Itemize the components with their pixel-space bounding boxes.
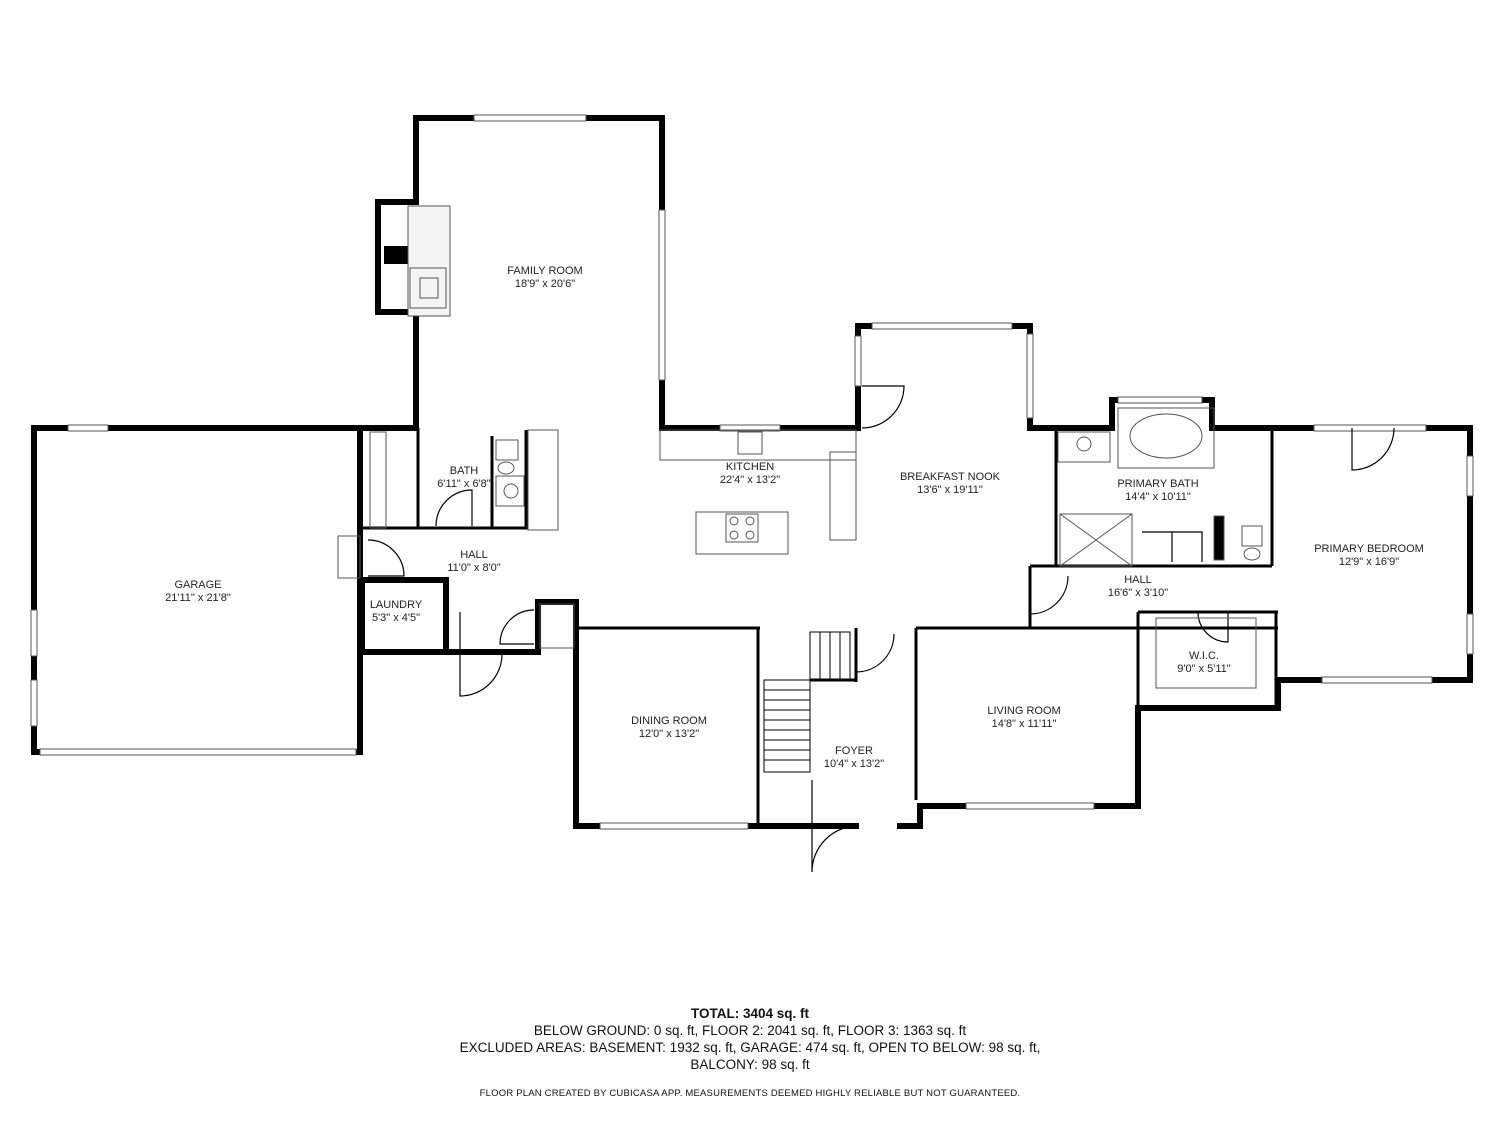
- room-dims-bath: 6'11" x 6'8": [437, 478, 490, 490]
- windows: [30, 114, 1474, 830]
- room-name-foyer: FOYER: [835, 745, 873, 757]
- room-name-living-room: LIVING ROOM: [987, 705, 1060, 717]
- area-breakdown-line-1: BELOW GROUND: 0 sq. ft, FLOOR 2: 2041 sq…: [533, 1023, 967, 1038]
- room-name-family-room: FAMILY ROOM: [507, 265, 582, 277]
- room-dims-breakfast-nook: 13'6" x 19'11": [917, 484, 983, 496]
- room-name-dining-room: DINING ROOM: [631, 715, 707, 727]
- room-dims-hall-east: 16'6" x 3'10": [1108, 587, 1168, 599]
- room-dims-dining-room: 12'0" x 13'2": [639, 728, 699, 740]
- interior-walls: [358, 428, 1278, 826]
- room-name-hall-main: HALL: [460, 549, 488, 561]
- room-name-laundry: LAUNDRY: [370, 599, 423, 611]
- room-dims-primary-bedroom: 12'9" x 16'9": [1339, 556, 1399, 568]
- area-breakdown-line-3: BALCONY: 98 sq. ft: [690, 1057, 810, 1072]
- room-dims-garage: 21'11" x 21'8": [165, 592, 231, 604]
- toilet-icon: [1241, 525, 1263, 561]
- total-area: TOTAL: 3404 sq. ft: [690, 1006, 810, 1021]
- room-name-kitchen: KITCHEN: [726, 461, 774, 473]
- room-dims-primary-bath: 14'4" x 10'11": [1125, 491, 1191, 503]
- room-name-garage: GARAGE: [174, 579, 221, 591]
- room-name-primary-bath: PRIMARY BATH: [1117, 478, 1198, 490]
- room-dims-kitchen: 22'4" x 13'2": [720, 474, 780, 486]
- bathtub-icon: [1117, 407, 1215, 469]
- credit-note: FLOOR PLAN CREATED BY CUBICASA APP. MEAS…: [479, 1088, 1021, 1099]
- room-name-breakfast-nook: BREAKFAST NOOK: [900, 471, 1001, 483]
- room-dims-laundry: 5'3" x 4'5": [372, 612, 420, 624]
- room-name-bath: BATH: [450, 465, 479, 477]
- room-name-wic: W.I.C.: [1189, 650, 1219, 662]
- fireplace-icon: [409, 267, 447, 309]
- floor-plan: FAMILY ROOM 18'9" x 20'6" GARAGE 21'11" …: [30, 114, 1474, 873]
- room-name-hall-east: HALL: [1124, 574, 1152, 586]
- room-dims-wic: 9'0" x 5'11": [1177, 663, 1230, 675]
- room-name-primary-bedroom: PRIMARY BEDROOM: [1314, 543, 1424, 555]
- room-dims-family-room: 18'9" x 20'6": [515, 278, 575, 290]
- stairs-icon: [763, 631, 851, 773]
- fixtures: [337, 205, 1263, 773]
- cooktop-icon: [725, 513, 759, 543]
- room-dims-hall-main: 11'0" x 8'0": [447, 562, 500, 574]
- room-dims-foyer: 10'4" x 13'2": [824, 758, 884, 770]
- doors: [367, 385, 1395, 873]
- room-labels: FAMILY ROOM 18'9" x 20'6" GARAGE 21'11" …: [165, 265, 1424, 770]
- toilet-icon-bath: [495, 439, 519, 475]
- area-breakdown-line-2: EXCLUDED AREAS: BASEMENT: 1932 sq. ft, G…: [459, 1040, 1041, 1055]
- room-dims-living-room: 14'8" x 11'11": [992, 718, 1057, 730]
